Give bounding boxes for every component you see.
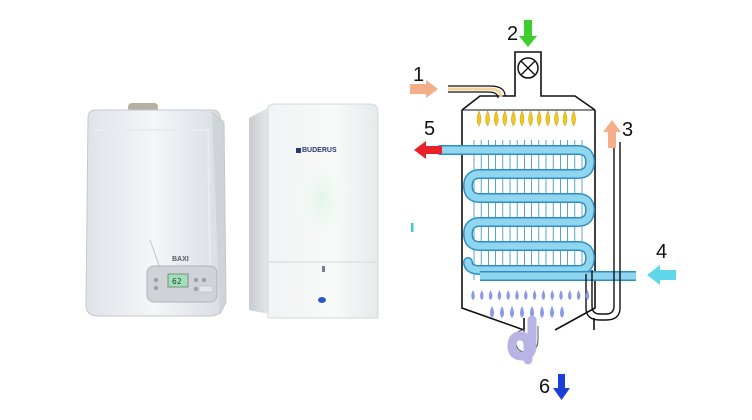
buderus-indicator bbox=[322, 266, 325, 272]
air-inlet-arrow-icon bbox=[519, 20, 537, 47]
flame-icon bbox=[494, 111, 498, 126]
label-1: 1 bbox=[413, 64, 424, 86]
stray-mark bbox=[411, 223, 414, 232]
droplet-icon bbox=[489, 290, 493, 300]
burner-hood bbox=[462, 90, 595, 110]
label-5: 5 bbox=[424, 118, 435, 140]
flame-icon bbox=[477, 111, 481, 126]
flame-icon bbox=[511, 111, 515, 126]
droplet-icon bbox=[510, 306, 514, 318]
baxi-button-icon bbox=[154, 278, 158, 282]
droplet-icon bbox=[542, 290, 546, 300]
droplet-icon bbox=[559, 290, 563, 300]
buderus-status-light bbox=[318, 297, 326, 303]
flame-icon bbox=[546, 111, 550, 126]
hot-water-outlet-arrow-icon bbox=[414, 141, 442, 159]
droplet-icon bbox=[500, 306, 504, 318]
burner-flames bbox=[477, 111, 576, 126]
condensate-droplets bbox=[471, 290, 589, 318]
flame-icon bbox=[486, 111, 490, 126]
buderus-logo-mark-icon bbox=[296, 148, 301, 153]
boiler-diagram: 1 2 3 4 5 6 bbox=[410, 20, 676, 400]
baxi-badge bbox=[199, 286, 213, 292]
droplet-icon bbox=[490, 306, 494, 318]
droplet-icon bbox=[524, 290, 528, 300]
droplet-icon bbox=[520, 306, 524, 318]
flame-icon bbox=[529, 111, 533, 126]
droplet-icon bbox=[540, 306, 544, 318]
flue-outlet-arrow-icon bbox=[603, 120, 621, 148]
flame-icon bbox=[572, 111, 576, 126]
heat-exchanger-coil bbox=[440, 140, 636, 280]
baxi-display-value: 62 bbox=[172, 277, 182, 286]
buderus-glow bbox=[292, 150, 352, 250]
droplet-icon bbox=[550, 306, 554, 318]
condensate-outlet-arrow-icon bbox=[553, 374, 570, 400]
buderus-boiler: BUDERUS bbox=[249, 104, 378, 318]
baxi-button-icon bbox=[194, 287, 198, 291]
baxi-button-icon bbox=[202, 278, 206, 282]
droplet-icon bbox=[498, 290, 502, 300]
buderus-side-panel bbox=[249, 108, 268, 314]
baxi-button-icon bbox=[194, 278, 198, 282]
droplet-icon bbox=[577, 290, 581, 300]
baxi-button-icon bbox=[154, 286, 158, 290]
droplet-icon bbox=[568, 290, 572, 300]
droplet-icon bbox=[471, 290, 475, 300]
flame-icon bbox=[554, 111, 558, 126]
buderus-logo: BUDERUS bbox=[302, 147, 337, 154]
baxi-boiler: BAXI 62 bbox=[86, 103, 226, 316]
flame-icon bbox=[537, 111, 541, 126]
droplet-icon bbox=[480, 290, 484, 300]
label-4: 4 bbox=[656, 241, 667, 263]
label-3: 3 bbox=[622, 119, 633, 141]
label-2: 2 bbox=[507, 23, 518, 45]
flame-icon bbox=[503, 111, 507, 126]
droplet-icon bbox=[533, 290, 537, 300]
flame-icon bbox=[520, 111, 524, 126]
droplet-icon bbox=[560, 306, 564, 318]
droplet-icon bbox=[515, 290, 519, 300]
label-6: 6 bbox=[539, 376, 550, 398]
flame-icon bbox=[563, 111, 567, 126]
cold-water-inlet-arrow-icon bbox=[647, 265, 676, 285]
droplet-icon bbox=[506, 290, 510, 300]
droplet-icon bbox=[550, 290, 554, 300]
baxi-logo: BAXI bbox=[172, 256, 189, 263]
